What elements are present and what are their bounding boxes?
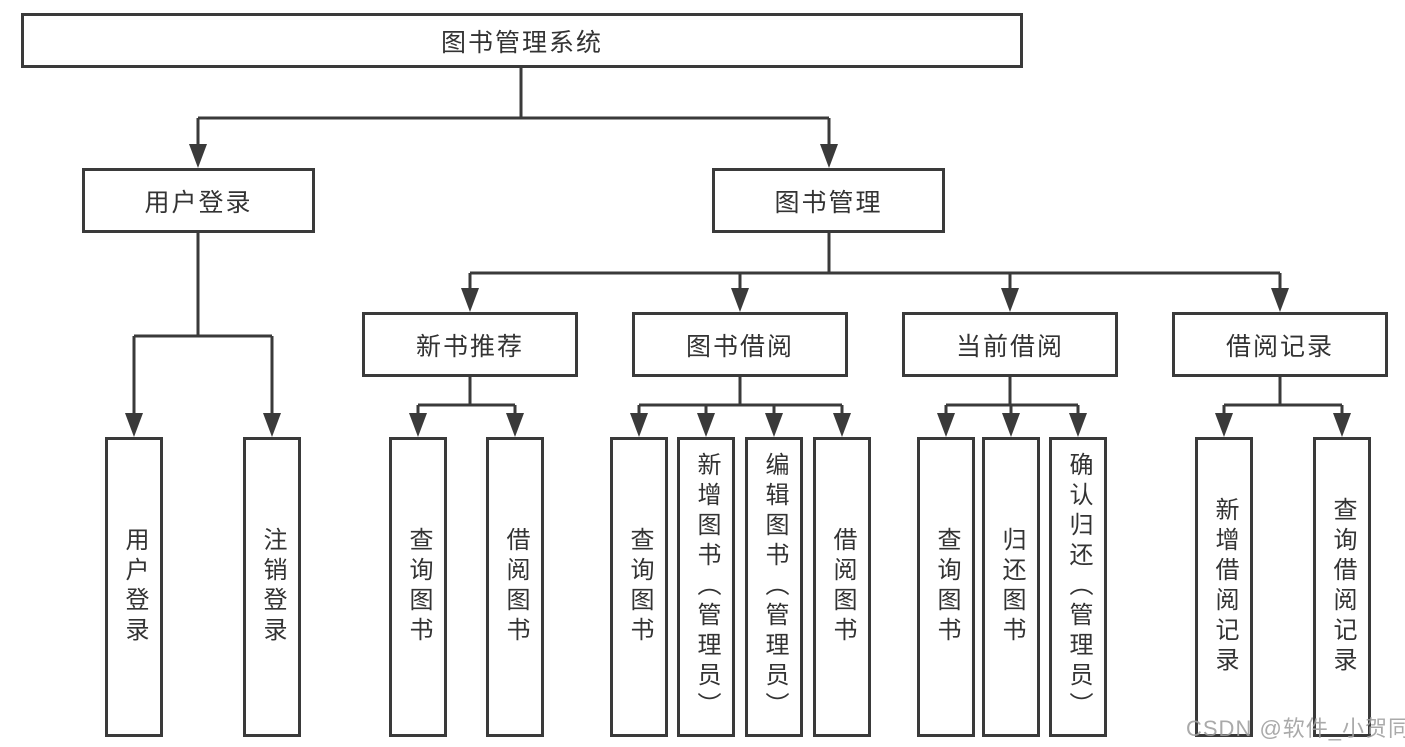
leaf-label: 查询图书 (405, 527, 432, 647)
leaf-label: 查询图书 (626, 527, 653, 647)
leaf-label: 查询图书 (933, 527, 960, 647)
leaf-label: 新增图书（管理员） (693, 452, 720, 722)
leaf-label: 编辑图书（管理员） (761, 452, 788, 722)
leaf-label: 确认归还（管理员） (1065, 452, 1092, 722)
node-label: 新书推荐 (415, 332, 524, 361)
node-label: 图书管理 (774, 188, 883, 217)
node-label: 图书管理系统 (440, 28, 603, 57)
leaf-logout: 注销登录 (243, 437, 301, 737)
node-label: 用户登录 (144, 188, 253, 217)
node-label: 图书借阅 (685, 332, 794, 361)
leaf-user-login: 用户登录 (105, 437, 163, 737)
leaf-label: 借阅图书 (502, 527, 529, 647)
leaf-borrow-books: 借阅图书 (813, 437, 871, 737)
leaf-add-books-admin: 新增图书（管理员） (677, 437, 735, 737)
node-borrowing-records: 借阅记录 (1172, 312, 1388, 377)
leaf-label: 用户登录 (121, 527, 148, 647)
leaf-edit-books-admin: 编辑图书（管理员） (745, 437, 803, 737)
node-book-borrowing: 图书借阅 (632, 312, 848, 377)
leaf-query-books-recommend: 查询图书 (389, 437, 447, 737)
node-book-management: 图书管理 (712, 168, 945, 233)
leaf-query-borrow-record: 查询借阅记录 (1313, 437, 1371, 737)
leaf-return-books: 归还图书 (982, 437, 1040, 737)
node-label: 当前借阅 (955, 332, 1064, 361)
leaf-label: 查询借阅记录 (1329, 497, 1356, 677)
node-user-login: 用户登录 (82, 168, 315, 233)
csdn-watermark: CSDN @软件_小贺同学 (1186, 716, 1405, 741)
node-new-book-recommendation: 新书推荐 (362, 312, 578, 377)
leaf-label: 新增借阅记录 (1211, 497, 1238, 677)
node-label: 借阅记录 (1225, 332, 1334, 361)
leaf-label: 注销登录 (259, 527, 286, 647)
leaf-add-borrow-record: 新增借阅记录 (1195, 437, 1253, 737)
leaf-confirm-return-admin: 确认归还（管理员） (1049, 437, 1107, 737)
leaf-query-books-borrowing: 查询图书 (610, 437, 668, 737)
leaf-label: 归还图书 (998, 527, 1025, 647)
leaf-query-books-current: 查询图书 (917, 437, 975, 737)
node-library-management-system: 图书管理系统 (21, 13, 1023, 68)
leaf-borrow-books-recommend: 借阅图书 (486, 437, 544, 737)
node-current-borrowing: 当前借阅 (902, 312, 1118, 377)
leaf-label: 借阅图书 (829, 527, 856, 647)
